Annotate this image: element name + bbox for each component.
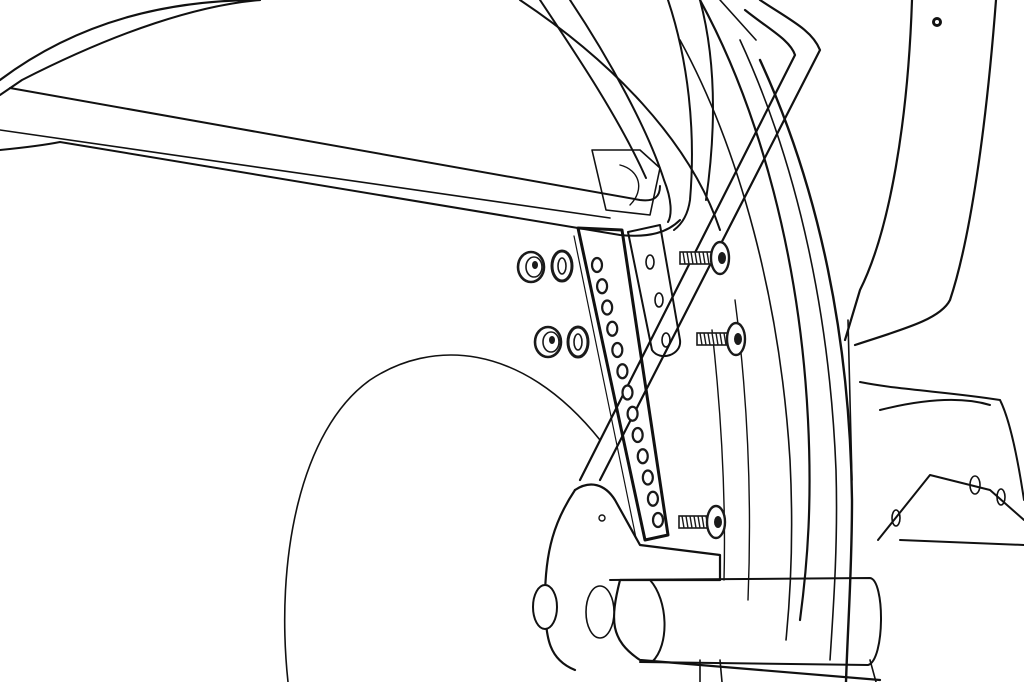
handlebar-frame (0, 0, 714, 237)
strap-hole (606, 320, 619, 337)
strap-hole (621, 384, 634, 401)
strap-hole (631, 426, 644, 444)
strap-hole (616, 363, 629, 380)
strap-hole (641, 469, 654, 486)
washer (566, 325, 590, 359)
strap-hole (636, 448, 649, 465)
nut (516, 250, 546, 284)
bolt (696, 321, 747, 357)
bolt (678, 504, 727, 540)
bolt (679, 240, 731, 276)
bolts (678, 240, 747, 540)
adjustment-strap (573, 226, 670, 542)
strap-hole (590, 256, 604, 274)
strap-hole (646, 490, 660, 507)
flywheel-guard (0, 0, 854, 682)
strap-hole (601, 299, 614, 316)
washers-and-nuts (516, 249, 590, 359)
wheel-disc (283, 354, 601, 682)
washer (550, 249, 574, 283)
strap-hole (626, 405, 639, 422)
main-frame-tubes (578, 0, 822, 482)
strap-hole (611, 341, 624, 359)
upright-post (843, 0, 1024, 546)
strap-hole (595, 278, 609, 295)
strap-hole (651, 511, 665, 529)
lower-pivot-bracket (532, 483, 882, 682)
nut (533, 325, 563, 359)
strap-holes (590, 256, 665, 529)
mounting-bracket (627, 224, 682, 358)
